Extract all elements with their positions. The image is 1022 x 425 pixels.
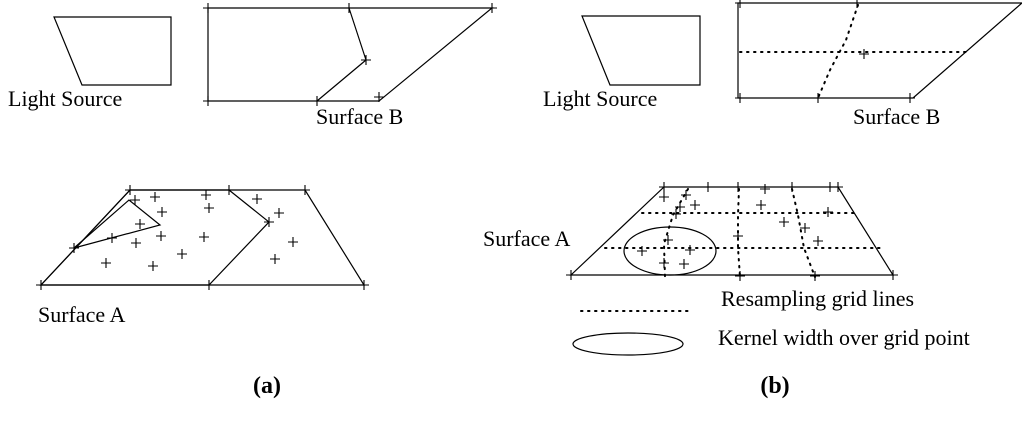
- surface-b-shape-a: [207, 7, 494, 102]
- sample-point-marker: [735, 271, 745, 281]
- sample-point-marker: [274, 208, 284, 218]
- sample-point-marker: [199, 232, 209, 242]
- sample-point-marker: [69, 243, 79, 253]
- sample-point-marker: [852, 0, 862, 8]
- sample-point-marker: [703, 182, 713, 192]
- grid-line-b-curved: [817, 4, 859, 99]
- sample-point-marker: [659, 258, 669, 268]
- surface-a-label-b: Surface A: [483, 226, 570, 251]
- sample-point-marker: [177, 249, 187, 259]
- surface-a-sample-points-b: [566, 182, 898, 281]
- legend-kernel-label: Kernel width over grid point: [718, 325, 970, 350]
- sample-point-marker: [690, 200, 700, 210]
- sample-point-marker: [130, 195, 140, 205]
- sample-point-marker: [156, 231, 166, 241]
- surface-b-shape-b: [737, 2, 1022, 99]
- surface-a-shape-b: [569, 186, 895, 276]
- sample-point-marker: [859, 49, 869, 59]
- light-patch-a: [73, 199, 162, 249]
- sample-point-marker: [681, 190, 691, 200]
- sample-point-marker: [312, 96, 322, 106]
- sample-point-marker: [150, 192, 160, 202]
- sample-point-marker: [663, 235, 673, 245]
- sample-point-marker: [735, 93, 745, 103]
- sample-point-marker: [735, 0, 745, 8]
- surface-a-label-a: Surface A: [38, 302, 125, 327]
- sample-point-marker: [685, 245, 695, 255]
- sample-point-marker: [101, 258, 111, 268]
- sample-point-marker: [157, 207, 167, 217]
- sample-point-marker: [760, 184, 770, 194]
- sample-point-marker: [779, 217, 789, 227]
- sample-point-marker: [813, 236, 823, 246]
- legend-kernel-ellipse: [572, 332, 684, 356]
- light-source-label-b: Light Source: [543, 86, 657, 111]
- sample-point-marker: [487, 3, 497, 13]
- sample-point-marker: [566, 270, 576, 280]
- sample-point-marker: [659, 182, 669, 192]
- light-source-label-a: Light Source: [8, 86, 122, 111]
- sample-point-marker: [201, 190, 211, 200]
- sample-point-marker: [107, 233, 117, 243]
- shadow-region-a: [39, 189, 270, 286]
- sample-point-marker: [810, 271, 820, 281]
- sample-point-marker: [359, 280, 369, 290]
- shadow-outline-a: [316, 7, 367, 102]
- sample-point-marker: [148, 261, 158, 271]
- sample-point-marker: [888, 270, 898, 280]
- sample-point-marker: [264, 217, 274, 227]
- sample-point-marker: [135, 219, 145, 229]
- sample-point-marker: [361, 55, 371, 65]
- panel-b: Light Source Surface B Surface A Resampl…: [483, 0, 1022, 399]
- sample-point-marker: [125, 185, 135, 195]
- sample-point-marker: [288, 237, 298, 247]
- sample-point-marker: [374, 92, 384, 102]
- legend-grid-lines-label: Resampling grid lines: [721, 286, 914, 311]
- sample-point-marker: [204, 203, 214, 213]
- sample-point-marker: [733, 231, 743, 241]
- sample-point-marker: [787, 182, 797, 192]
- sample-point-marker: [813, 93, 823, 103]
- sample-point-marker: [203, 96, 213, 106]
- sample-point-marker: [270, 254, 280, 264]
- sample-point-marker: [756, 200, 766, 210]
- sample-point-marker: [344, 3, 354, 13]
- sample-point-marker: [679, 259, 689, 269]
- sample-point-marker: [823, 207, 833, 217]
- sample-point-marker: [300, 185, 310, 195]
- surface-b-sample-points-b: [735, 0, 915, 103]
- surface-b-label-a: Surface B: [316, 104, 403, 129]
- sample-point-marker: [224, 185, 234, 195]
- light-source-shape-a: [53, 16, 172, 86]
- surface-b-sample-points-a: [203, 3, 497, 106]
- sample-point-marker: [637, 246, 647, 256]
- sample-point-marker: [131, 238, 141, 248]
- light-source-shape-b: [581, 15, 701, 86]
- sample-point-marker: [800, 223, 810, 233]
- panel-a: Light Source Surface B Surface A (a): [8, 3, 497, 399]
- sample-point-marker: [203, 3, 213, 13]
- sample-point-marker: [252, 194, 262, 204]
- sample-point-marker: [833, 182, 843, 192]
- sample-point-marker: [733, 182, 743, 192]
- caption-a: (a): [253, 373, 281, 399]
- kernel-ellipse: [623, 226, 717, 276]
- sample-point-marker: [675, 202, 685, 212]
- sample-point-marker: [36, 280, 46, 290]
- surface-a-sample-points-a: [36, 185, 369, 290]
- sample-point-marker: [204, 280, 214, 290]
- sample-point-marker: [905, 93, 915, 103]
- grid-line-a-v3: [791, 188, 816, 278]
- sample-point-marker: [659, 192, 669, 202]
- surface-b-label-b: Surface B: [853, 104, 940, 129]
- sample-point-marker: [671, 209, 681, 219]
- caption-b: (b): [760, 373, 789, 399]
